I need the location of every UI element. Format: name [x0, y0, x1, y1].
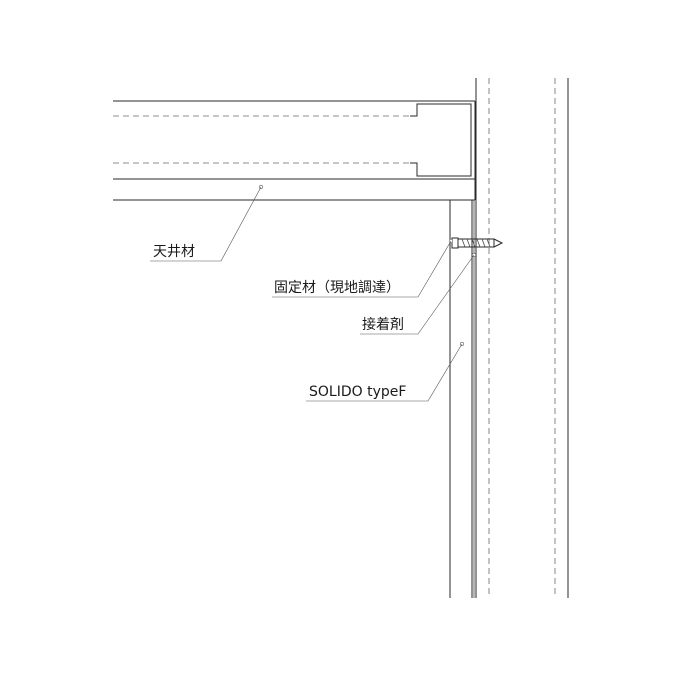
- ceiling-assembly: [113, 100, 476, 201]
- label-fixing-material: 固定材（現地調達）: [274, 280, 400, 296]
- leader-lines: [150, 184, 477, 402]
- ceiling-channel: [410, 103, 472, 177]
- label-adhesive: 接着剤: [362, 316, 404, 333]
- label-ceiling-material: 天井材: [153, 244, 195, 260]
- wall-assembly: [449, 78, 569, 598]
- fixing-screw: [451, 237, 504, 249]
- label-solido-typef: SOLIDO typeF: [309, 384, 406, 400]
